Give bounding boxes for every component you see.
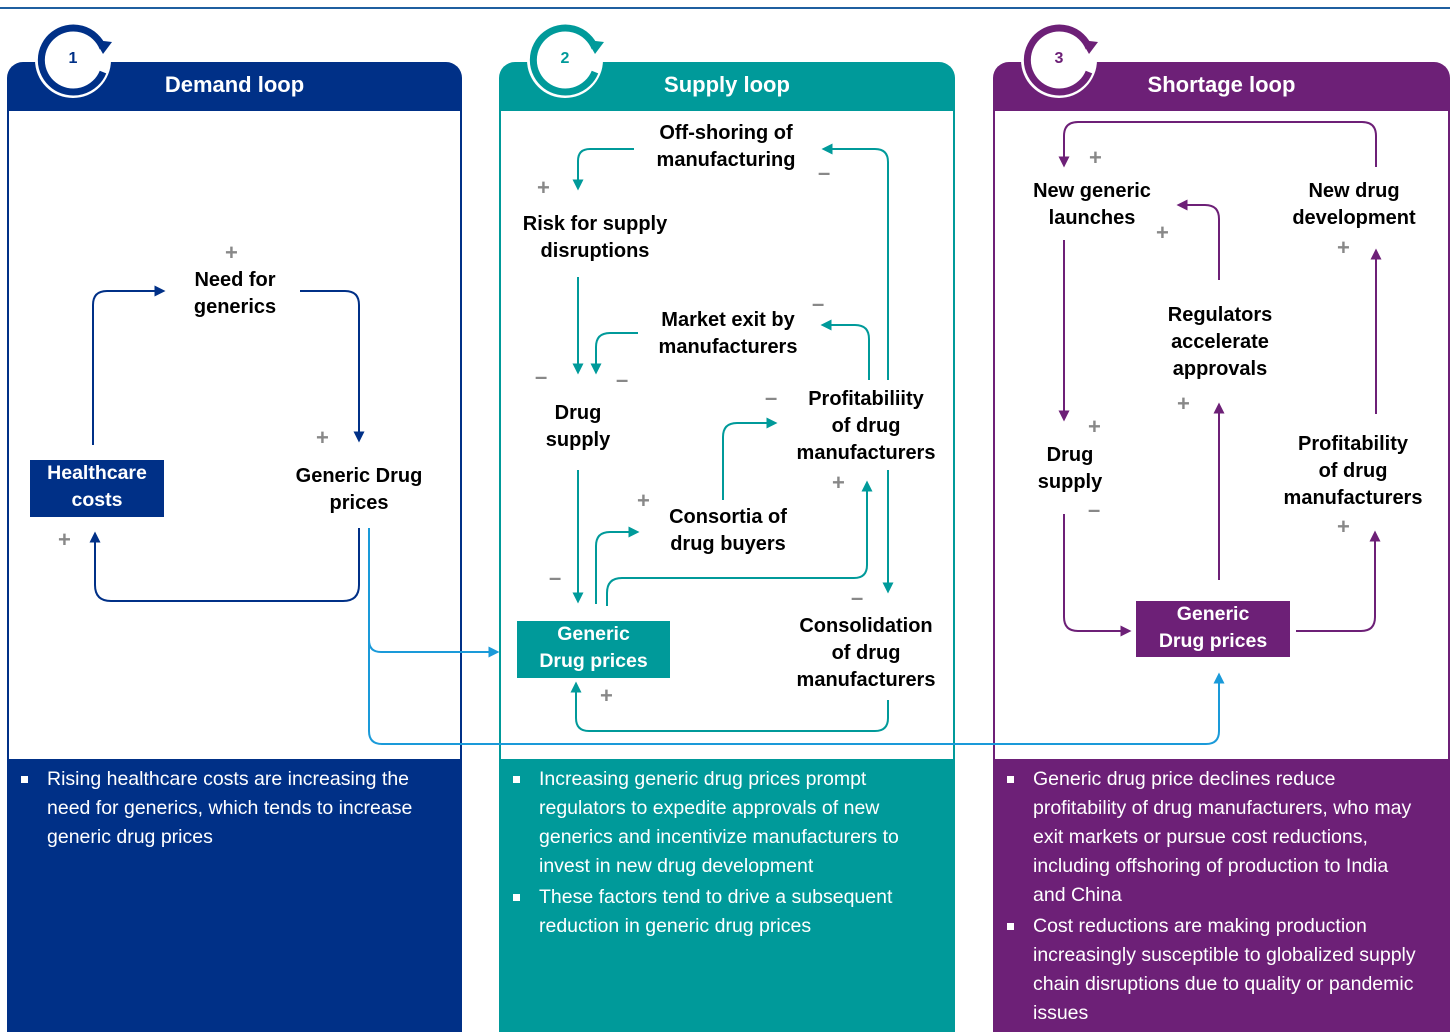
minus-sign: – xyxy=(1088,497,1101,522)
panel-footer: Generic drug price declines reduce profi… xyxy=(993,759,1450,1032)
badge-number-2: 2 xyxy=(560,50,570,67)
node-new-generic-launches: New generic launches xyxy=(1033,180,1151,229)
panel-body xyxy=(993,111,1450,759)
minus-sign: – xyxy=(812,291,825,316)
demand-arrows xyxy=(89,285,365,602)
node-drug-supply: Drug supply xyxy=(1037,444,1103,493)
plus-sign: + xyxy=(1088,414,1101,439)
bullet-item: Cost reductions are making production in… xyxy=(1007,912,1424,1028)
bullet-item: Generic drug price declines reduce profi… xyxy=(1007,765,1424,910)
badge-2 xyxy=(527,22,604,98)
node-market-exit: Market exit by manufacturers xyxy=(658,309,798,358)
panel-body xyxy=(499,111,955,759)
panel-footer: Rising healthcare costs are increasing t… xyxy=(7,759,462,1032)
plus-sign: + xyxy=(316,425,329,450)
badge-number-1: 1 xyxy=(68,50,78,67)
node-generic-drug-prices: Generic Drug prices xyxy=(295,465,423,514)
plus-sign: + xyxy=(537,175,550,200)
node-generic-drug-prices: Generic Drug prices xyxy=(1136,601,1290,657)
badge-number-3: 3 xyxy=(1054,50,1064,67)
top-rule xyxy=(0,7,1450,9)
supply-arrows xyxy=(570,143,894,732)
node-new-drug-development: New drug development xyxy=(1292,180,1416,229)
minus-sign: – xyxy=(851,585,864,610)
bullet-item: Increasing generic drug prices prompt re… xyxy=(513,765,929,881)
shortage-arrows xyxy=(1058,121,1382,637)
panel-footer: Increasing generic drug prices prompt re… xyxy=(499,759,955,1032)
node-risk-supply-disruptions: Risk for supply disruptions xyxy=(522,213,668,262)
plus-sign: + xyxy=(637,488,650,513)
bullet-item: These factors tend to drive a subsequent… xyxy=(513,883,929,941)
node-profitability: Profitability of drug manufacturers xyxy=(1283,433,1423,509)
cross-panel-links xyxy=(368,528,1225,745)
bullet-list: Generic drug price declines reduce profi… xyxy=(1007,765,1424,1028)
minus-sign: – xyxy=(818,160,831,185)
minus-sign: – xyxy=(616,367,629,392)
node-generic-drug-prices: Generic Drug prices xyxy=(517,621,670,678)
node-consolidation: Consolidation of drug manufacturers xyxy=(796,615,936,691)
node-need-for-generics: Need for generics xyxy=(193,269,277,318)
node-regulators: Regulators accelerate approvals xyxy=(1167,304,1273,380)
bullet-item: Rising healthcare costs are increasing t… xyxy=(21,765,436,852)
minus-sign: – xyxy=(535,364,548,389)
plus-sign: + xyxy=(1337,514,1350,539)
plus-sign: + xyxy=(1156,220,1169,245)
badge-1 xyxy=(35,22,112,98)
badge-3 xyxy=(1021,22,1098,98)
plus-sign: + xyxy=(225,240,238,265)
panel-title: Shortage loop xyxy=(993,62,1450,111)
node-profitability: Profitabiliity of drug manufacturers xyxy=(796,388,936,464)
plus-sign: + xyxy=(58,527,71,552)
node-drug-supply: Drug supply xyxy=(545,402,611,451)
node-off-shoring: Off-shoring of manufacturing xyxy=(656,122,796,171)
plus-sign: + xyxy=(832,470,845,495)
plus-sign: + xyxy=(1337,235,1350,260)
bullet-list: Increasing generic drug prices prompt re… xyxy=(513,765,929,941)
node-consortia: Consortia of drug buyers xyxy=(669,506,787,555)
minus-sign: – xyxy=(549,565,562,590)
plus-sign: + xyxy=(600,683,613,708)
panel-body xyxy=(7,111,462,759)
plus-sign: + xyxy=(1177,391,1190,416)
node-healthcare-costs: Healthcare costs xyxy=(30,460,164,517)
bullet-list: Rising healthcare costs are increasing t… xyxy=(21,765,436,852)
minus-sign: – xyxy=(765,385,778,410)
plus-sign: + xyxy=(1089,145,1102,170)
